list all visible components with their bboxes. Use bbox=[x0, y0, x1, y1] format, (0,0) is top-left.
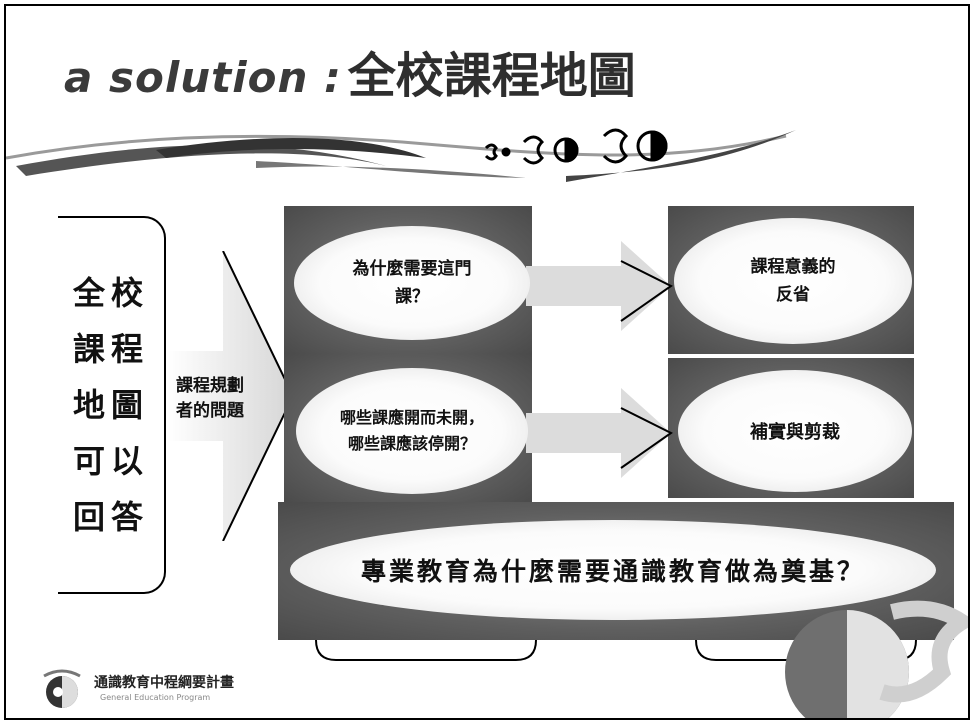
outcome-reflection-text: 課程意義的反省 bbox=[750, 257, 836, 305]
title-english: a solution : bbox=[64, 53, 342, 102]
question-oval-which: 哪些課應開而未開，哪些課應該停開？ bbox=[296, 368, 528, 494]
question-why-text: 為什麼需要這門課？ bbox=[352, 259, 472, 307]
outcome-supplement-text: 補實與剪裁 bbox=[750, 422, 840, 443]
slide: a solution : 全校課程地圖 全校課程地圖可以回答 bbox=[4, 4, 970, 720]
planner-label: 課程規劃者的問題 bbox=[176, 376, 244, 421]
footer-program-english: General Education Program bbox=[100, 693, 211, 702]
arrow-to-outcome-mid bbox=[526, 388, 673, 478]
eye-glyphs bbox=[484, 128, 668, 165]
arrow-to-outcome-top bbox=[526, 241, 673, 331]
foundation-oval: 專業教育為什麼需要通識教育做為奠基？ bbox=[290, 520, 936, 620]
outcome-oval-reflection: 課程意義的反省 bbox=[674, 218, 912, 344]
decorative-swoosh bbox=[6, 128, 796, 182]
footer-program-name: 通識教育中程綱要計畫 bbox=[94, 675, 234, 691]
outcome-oval-supplement: 補實與剪裁 bbox=[678, 370, 912, 492]
footer-logo-icon bbox=[43, 669, 81, 708]
title-chinese: 全校課程地圖 bbox=[347, 48, 636, 104]
slide-title: a solution : 全校課程地圖 bbox=[64, 36, 636, 106]
left-box-text: 全校課程地圖可以回答 bbox=[72, 274, 149, 536]
question-which-text: 哪些課應開而未開，哪些課應該停開？ bbox=[339, 408, 484, 453]
foundation-question-text: 專業教育為什麼需要通識教育做為奠基？ bbox=[360, 557, 865, 586]
watermark-logo-icon bbox=[785, 600, 968, 718]
left-bracket-box: 全校課程地圖可以回答 bbox=[58, 216, 166, 594]
question-oval-why: 為什麼需要這門課？ bbox=[294, 226, 530, 340]
